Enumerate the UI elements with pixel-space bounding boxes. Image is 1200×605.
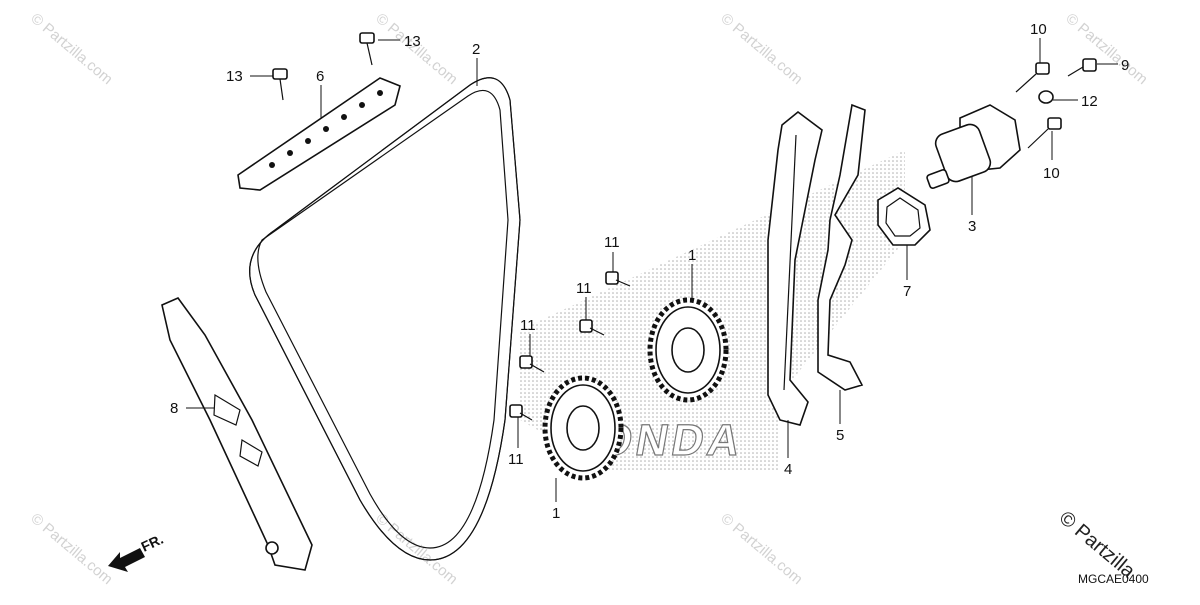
callout-4: 4 [784,461,792,478]
callout-9: 9 [1121,57,1129,74]
callout-1-lower: 1 [552,505,560,522]
watermark-text: © Partzilla.com [717,510,805,588]
callout-11-a: 11 [604,234,620,251]
cam-chain-tensioner-arm[interactable] [817,103,866,391]
callout-10-bottom: 10 [1043,165,1060,182]
cam-sprocket-upper[interactable] [647,297,729,403]
bolt-9[interactable] [1067,58,1097,77]
cam-chain-guide[interactable] [767,110,823,426]
callout-3: 3 [968,218,976,235]
callout-8: 8 [170,400,178,417]
callout-6: 6 [316,68,324,85]
watermark-text: © Partzilla.com [717,10,805,88]
cam-sprocket-lower[interactable] [542,375,624,481]
callout-13-top: 13 [404,33,421,50]
front-direction-marker: FR. [108,531,166,572]
callout-10-top: 10 [1030,21,1047,38]
cam-chain[interactable] [249,77,521,561]
callout-13-left: 13 [226,68,243,85]
washer-12[interactable] [1038,90,1054,104]
cam-chain-tensioner-lifter[interactable] [926,104,1021,189]
front-arrow-icon [108,548,145,572]
callout-1-upper: 1 [688,247,696,264]
bolt-13-left[interactable] [272,68,288,101]
callout-11-c: 11 [520,317,536,334]
bolt-11-a[interactable] [605,271,631,287]
callout-7: 7 [903,283,911,300]
diagram-code: MGCAE0400 [1078,572,1149,586]
leader-lines [186,38,1118,502]
callout-11-b: 11 [576,280,592,297]
watermark-text: © Partzilla.com [27,10,115,88]
bolt-11-c[interactable] [519,355,545,373]
callout-labels: 2 6 13 13 8 11 11 11 11 1 1 4 5 7 3 10 1… [170,21,1129,522]
bolt-11-b[interactable] [579,319,605,336]
cam-chain-guide-plate[interactable] [237,77,401,191]
watermark-text: © Partzilla.com [372,510,460,588]
callout-12: 12 [1081,93,1098,110]
bolt-11-d[interactable] [509,404,533,421]
cam-chain-tensioner-slipper[interactable] [161,297,313,571]
callout-2: 2 [472,41,480,58]
bolt-13-top[interactable] [359,32,375,66]
front-label: FR. [139,531,166,555]
tensioner-gasket[interactable] [877,187,931,246]
bolt-10-top[interactable] [1015,62,1050,93]
bolt-10-bottom[interactable] [1027,117,1062,149]
watermark-text: © Partzilla.com [1062,10,1150,88]
callout-5: 5 [836,427,844,444]
callout-11-d: 11 [508,451,524,468]
watermark-text: © Partzilla.com [27,510,115,588]
